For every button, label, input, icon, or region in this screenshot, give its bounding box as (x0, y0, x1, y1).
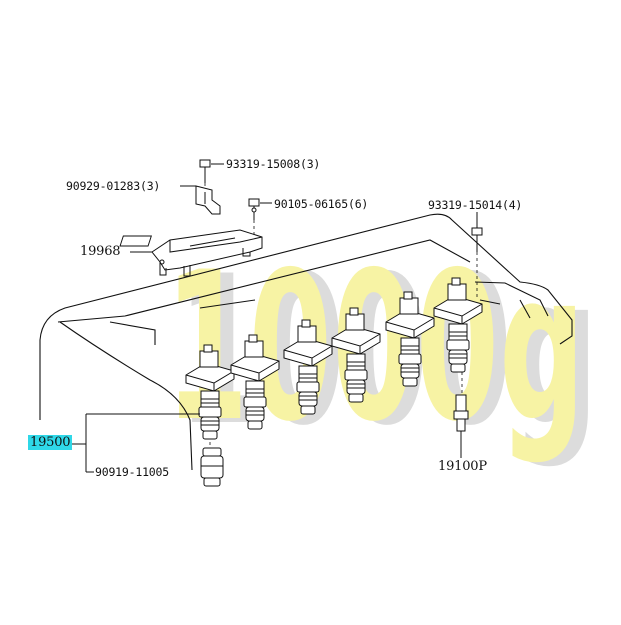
coil-part (297, 325, 317, 343)
part-qty: (6) (347, 197, 369, 211)
spark-plug (453, 394, 469, 440)
part-label-19968[interactable]: 19968 (80, 244, 121, 259)
ignition-coils (185, 277, 483, 440)
coil-part (243, 396, 267, 408)
coil-part (200, 416, 220, 432)
part-label-90105-06165: 90105-06165(6) (274, 197, 368, 211)
coil-part (331, 333, 381, 354)
ignition-coil (283, 319, 333, 415)
coil-part (385, 317, 435, 338)
coil-part (344, 369, 368, 381)
coil-part (202, 430, 218, 440)
part-number: 19100P (438, 459, 487, 474)
ignition-coil (385, 291, 435, 387)
coil-part (446, 339, 470, 351)
part-label-93319-15014: 93319-15014(4) (428, 198, 522, 212)
leader-lines (72, 163, 478, 473)
ignition-coil (230, 334, 280, 430)
bolt-93319-15008 (199, 159, 211, 183)
part-qty: (4) (501, 198, 523, 212)
coil-part (247, 420, 263, 430)
bracket-clip (195, 185, 221, 215)
part-label-93319-15008: 93319-15008(3) (226, 157, 320, 171)
part-label-90929-01283: 90929-01283(3) (66, 179, 160, 193)
bolt-90105-06165 (248, 198, 260, 220)
coil-part (399, 297, 419, 315)
coil-part (185, 370, 235, 391)
coil-part (248, 334, 258, 343)
coil-part (300, 405, 316, 415)
part-number: 90919-11005 (95, 465, 169, 479)
part-number: 93319-15008 (226, 157, 300, 171)
coil-part (402, 377, 418, 387)
coil-part (348, 393, 364, 403)
part-number: 90105-06165 (274, 197, 348, 211)
coil-part (349, 307, 359, 316)
ignitor-bracket (119, 229, 263, 277)
coil-part (433, 303, 483, 324)
coil-part (398, 353, 422, 365)
ignition-coil (433, 277, 483, 373)
part-number: 19968 (80, 244, 121, 259)
coil-part (199, 350, 219, 368)
watermark-text: 1000g (165, 229, 585, 467)
part-qty: (3) (299, 157, 321, 171)
plug-boot (200, 447, 224, 487)
coil-part (245, 406, 265, 422)
part-number-highlighted: 19500 (28, 435, 73, 450)
engine-cover (39, 213, 573, 471)
ignition-coil (331, 307, 381, 403)
coil-part (345, 313, 365, 331)
coil-part (448, 349, 468, 365)
part-qty: (3) (139, 179, 161, 193)
part-number: 93319-15014 (428, 198, 502, 212)
coil-part (203, 344, 213, 353)
part-label-19500[interactable]: 19500 (28, 435, 73, 450)
coil-part (244, 340, 264, 358)
ignition-coil (185, 344, 235, 440)
coil-part (403, 291, 413, 300)
coil-part (346, 379, 366, 395)
coil-part (450, 363, 466, 373)
watermark: 1000g 1000g (165, 229, 598, 471)
coil-part (283, 345, 333, 366)
coil-part (451, 277, 461, 286)
coil-part (400, 363, 420, 379)
coil-part (301, 319, 311, 328)
coil-part (198, 406, 222, 418)
part-number: 90929-01283 (66, 179, 140, 193)
coil-part (447, 283, 467, 301)
coil-part (296, 381, 320, 393)
part-label-90919-11005: 90919-11005 (95, 465, 169, 479)
coil-part (230, 360, 280, 381)
part-label-19100P[interactable]: 19100P (438, 459, 487, 474)
coil-part (298, 391, 318, 407)
